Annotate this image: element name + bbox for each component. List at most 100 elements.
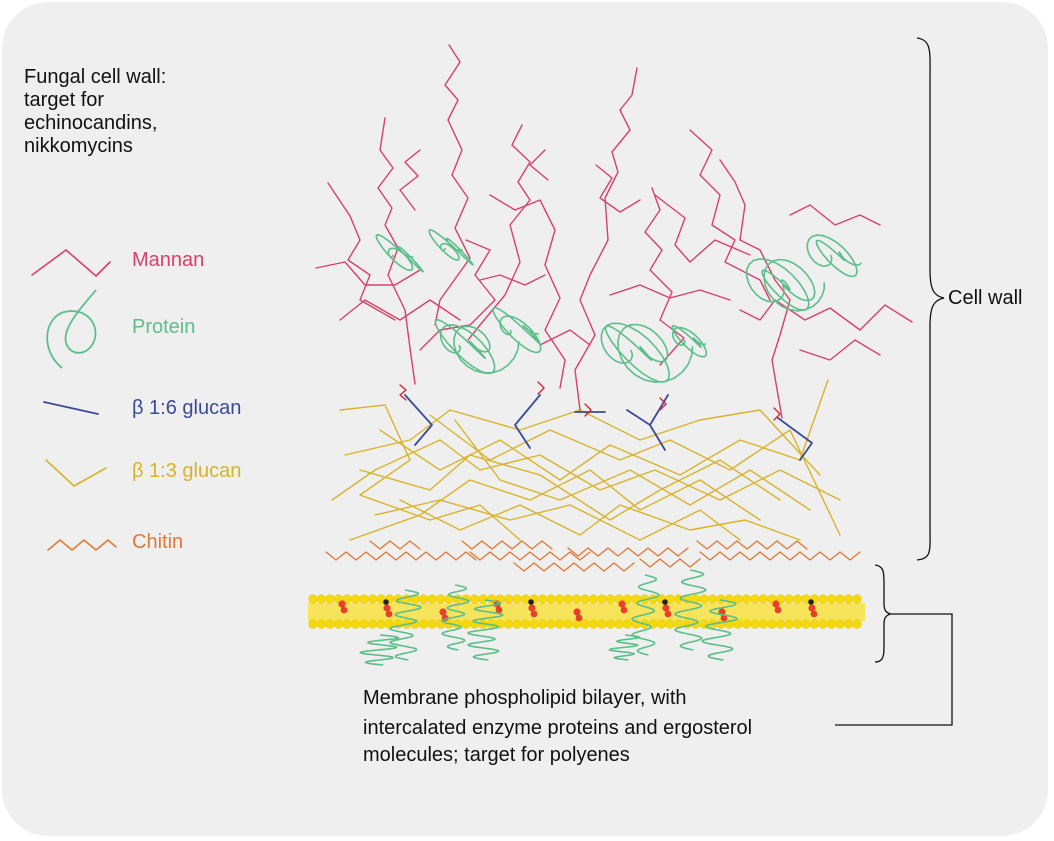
chitin-strand <box>469 551 591 561</box>
lipid-head-lower <box>316 619 327 629</box>
protein-coil-icon <box>46 289 97 369</box>
protein-coil <box>745 258 825 312</box>
protein-layer <box>375 229 862 383</box>
lipid-head-lower <box>784 619 794 629</box>
ergosterol-molecule <box>808 599 814 605</box>
mannan-branch <box>327 182 396 321</box>
ergosterol-molecule <box>774 606 782 614</box>
ergosterol-molecule <box>575 614 583 622</box>
mannan-branch <box>799 339 881 361</box>
chitin-wave-icon <box>47 539 117 551</box>
lipid-head-lower <box>605 619 616 629</box>
lipid-head-lower <box>563 619 573 629</box>
mannan-link <box>584 403 592 417</box>
mannan-branch <box>644 187 685 366</box>
title-line: nikkomycins <box>24 135 133 157</box>
lipid-head-lower <box>350 619 361 629</box>
mannan-branch <box>315 261 421 286</box>
lipid-head-lower <box>427 619 437 629</box>
chitin-strand <box>369 540 421 550</box>
mannan-link <box>773 407 781 421</box>
lipid-head-lower <box>520 619 531 629</box>
protein-coil <box>375 233 424 273</box>
lipid-head-upper <box>503 594 514 604</box>
mannan-branch <box>654 194 751 263</box>
ergosterol-molecule <box>810 610 818 618</box>
lipid-head-upper <box>597 594 607 604</box>
protein-coil <box>806 234 862 278</box>
mannan-branch <box>719 159 791 419</box>
lipid-head-lower <box>835 619 845 629</box>
lipid-head-lower <box>818 619 828 629</box>
lipid-head-lower <box>529 619 539 629</box>
lipid-head-upper <box>418 594 429 604</box>
beta13-glucan-strand <box>429 414 841 536</box>
lipid-head-upper <box>784 594 794 604</box>
lipid-head-upper <box>716 594 726 604</box>
lipid-head-lower <box>325 619 335 629</box>
legend-label-mannan: Mannan <box>132 249 205 271</box>
lipid-head-upper <box>469 594 480 604</box>
lipid-head-upper <box>818 594 828 604</box>
lipid-head-upper <box>835 594 845 604</box>
lipid-head-lower <box>614 619 624 629</box>
lipid-head-upper <box>707 594 718 604</box>
lipid-head-lower <box>597 619 607 629</box>
lipid-head-upper <box>308 594 318 604</box>
lipid-head-lower <box>308 619 318 629</box>
chitin-strand <box>567 547 689 557</box>
lipid-head-lower <box>546 619 556 629</box>
lipid-head-upper <box>512 594 522 604</box>
ergosterol-molecule <box>383 599 389 605</box>
cell-wall-label: Cell wall <box>948 287 1023 309</box>
mannan-branch <box>434 44 471 326</box>
chitin-strand <box>639 558 701 568</box>
lipid-head-lower <box>580 619 590 629</box>
membrane-bilayer <box>308 594 865 629</box>
chitin-layer <box>325 540 861 572</box>
lipid-head-lower <box>656 619 667 629</box>
ergosterol-molecule <box>573 608 581 616</box>
beta13-glucan-strand <box>349 469 761 541</box>
beta13-glucan-strand <box>359 454 781 521</box>
lipid-head-lower <box>767 619 777 629</box>
title-line: target for <box>24 89 105 111</box>
lipid-head-upper <box>699 594 709 604</box>
ergosterol-molecule <box>495 606 503 614</box>
ergosterol-molecule <box>808 604 816 612</box>
lipid-head-lower <box>665 619 675 629</box>
mannan-branch <box>609 284 731 301</box>
ergosterol-molecule <box>620 606 628 614</box>
lipid-head-lower <box>367 619 378 629</box>
membrane-caption-line: intercalated enzyme proteins and ergoste… <box>363 717 753 739</box>
beta16-glucan-link <box>777 417 813 461</box>
beta13-line-icon <box>45 459 107 487</box>
mannan-branch <box>739 299 913 331</box>
membrane-protein <box>701 599 738 661</box>
lipid-head-upper <box>367 594 378 604</box>
lipid-head-lower <box>852 619 862 629</box>
beta16-line-icon <box>43 401 99 415</box>
ergosterol-molecule <box>618 600 626 608</box>
ergosterol-molecule <box>530 610 538 618</box>
lipid-head-upper <box>554 594 565 604</box>
braces <box>835 37 953 726</box>
lipid-head-lower <box>775 619 786 629</box>
cell-wall-brace <box>916 37 945 561</box>
legend-label-protein: Protein <box>132 316 196 338</box>
lipid-head-lower <box>750 619 760 629</box>
chitin-strand <box>513 562 635 572</box>
lipid-head-lower <box>843 619 854 629</box>
protein-coil <box>600 322 694 383</box>
lipid-head-upper <box>580 594 590 604</box>
mannan-branch <box>467 124 531 341</box>
lipid-head-upper <box>350 594 361 604</box>
ergosterol-molecule <box>340 606 348 614</box>
ergosterol-molecule <box>338 600 346 608</box>
membrane-protein <box>466 599 504 661</box>
lipid-head-upper <box>852 594 862 604</box>
membrane-proteins <box>359 569 738 666</box>
beta16-glucan-link <box>649 394 669 426</box>
